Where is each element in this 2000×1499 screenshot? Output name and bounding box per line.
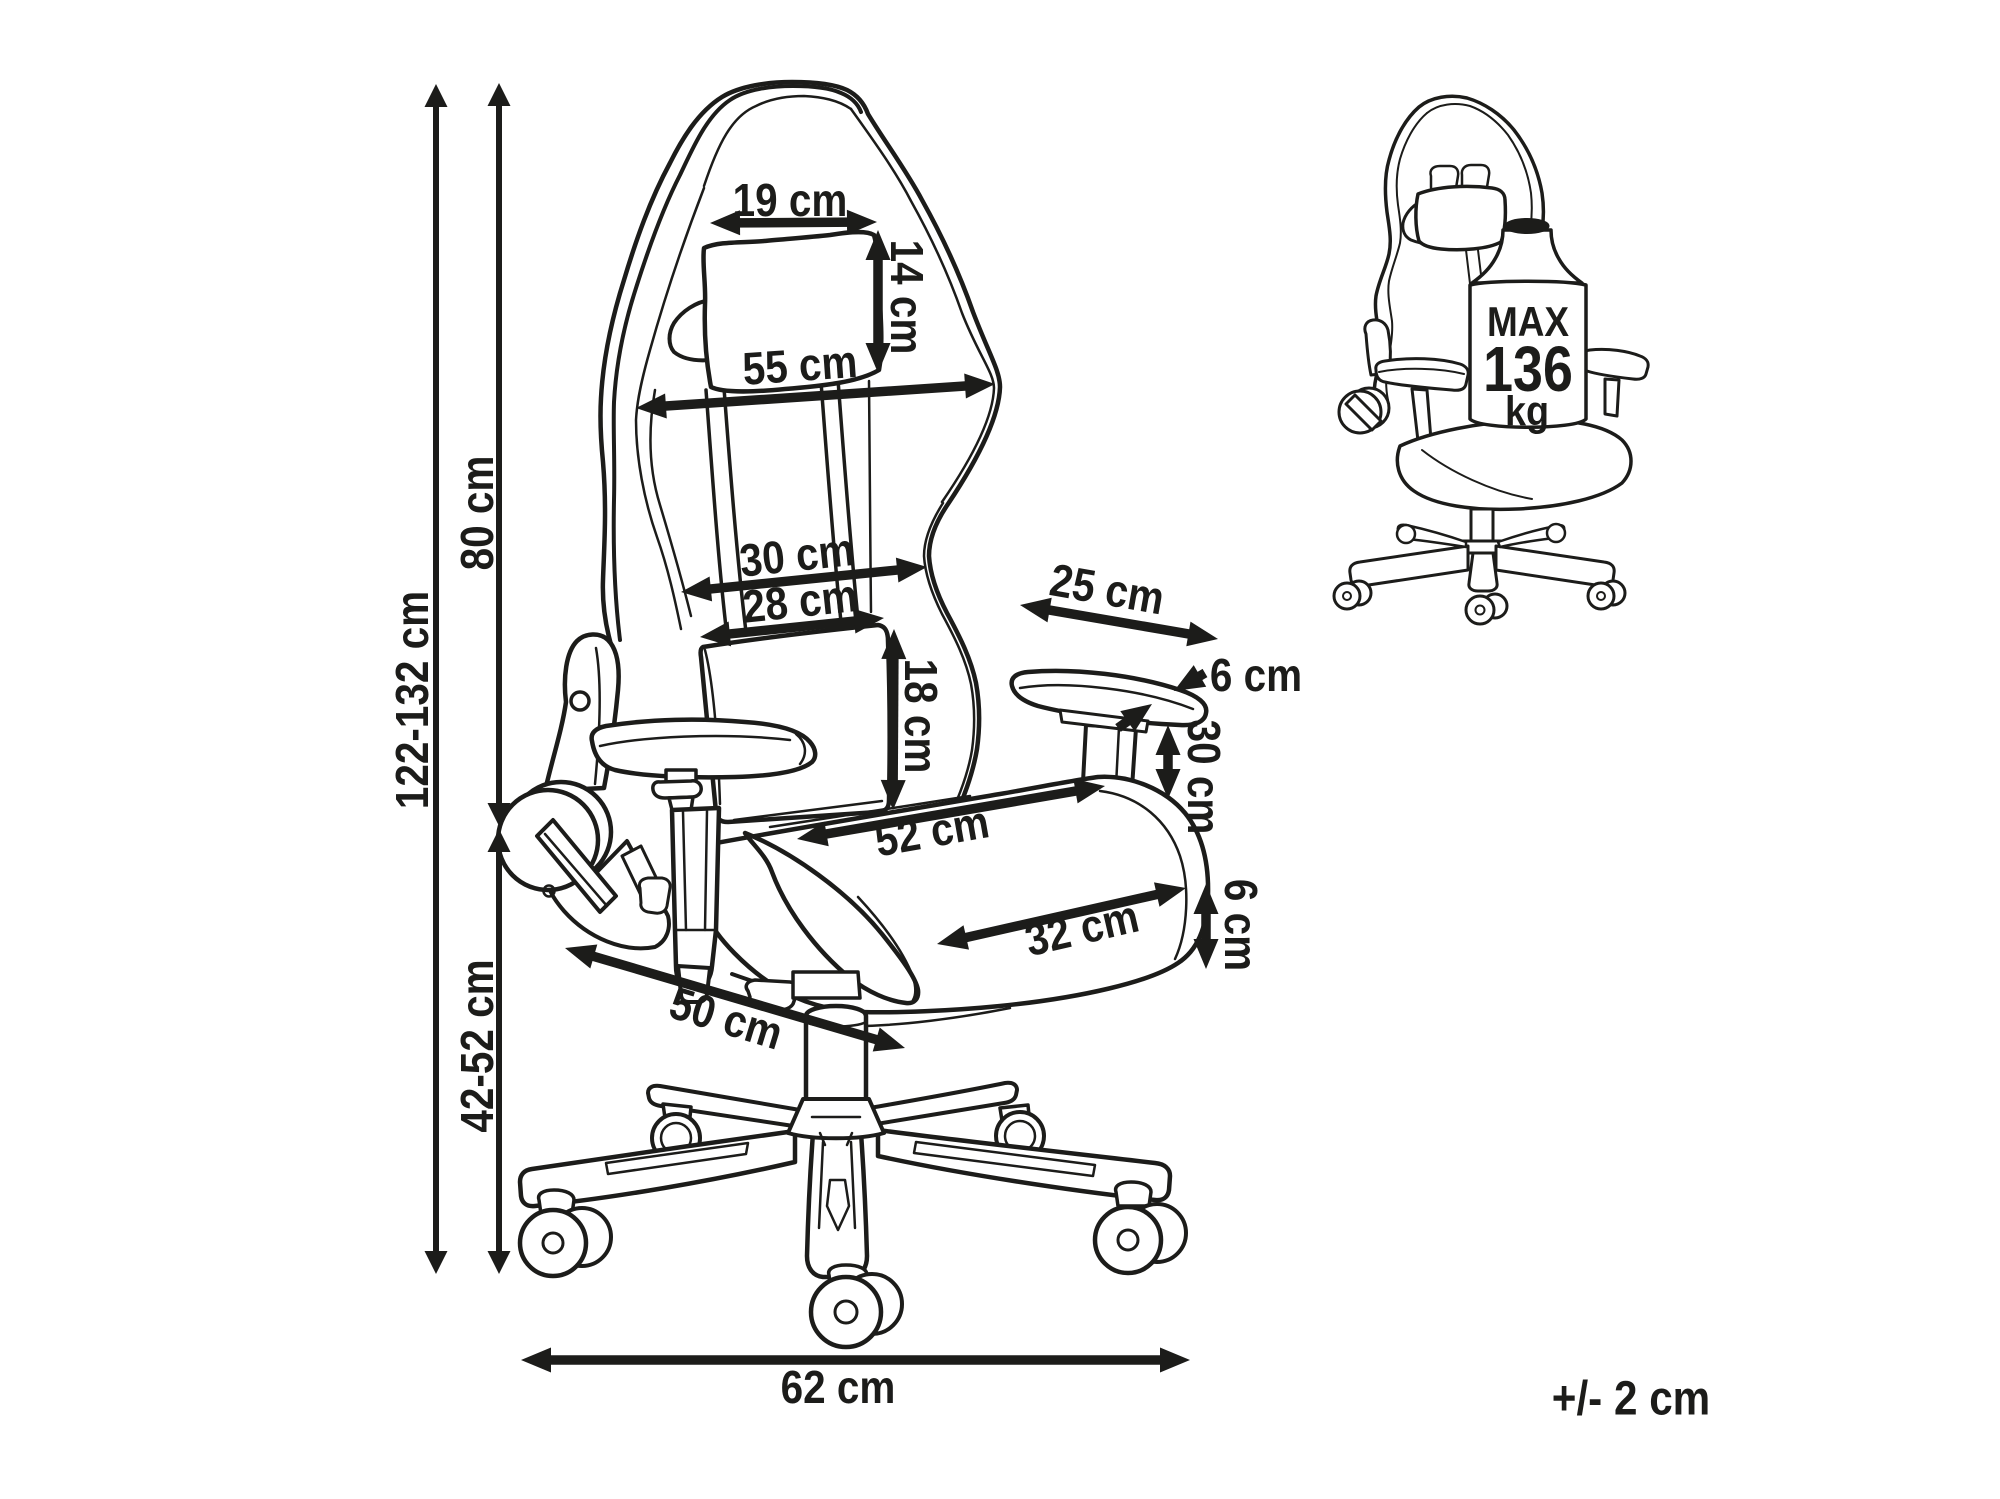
svg-text:19 cm: 19 cm (733, 176, 848, 227)
svg-text:42-52 cm: 42-52 cm (453, 959, 504, 1132)
svg-text:6 cm: 6 cm (1210, 651, 1302, 702)
svg-text:30 cm: 30 cm (737, 525, 856, 588)
svg-text:kg: kg (1505, 389, 1549, 435)
svg-text:55 cm: 55 cm (741, 337, 859, 396)
svg-text:136: 136 (1483, 333, 1573, 406)
svg-text:80 cm: 80 cm (453, 456, 504, 571)
svg-text:28 cm: 28 cm (740, 571, 859, 634)
svg-text:30 cm: 30 cm (1178, 720, 1229, 835)
svg-text:14 cm: 14 cm (881, 240, 932, 355)
svg-text:62 cm: 62 cm (781, 1363, 896, 1414)
svg-text:MAX: MAX (1487, 299, 1570, 346)
svg-text:122-132 cm: 122-132 cm (388, 591, 439, 809)
svg-text:18 cm: 18 cm (895, 659, 946, 774)
svg-text:6 cm: 6 cm (1215, 879, 1266, 971)
svg-text:+/- 2 cm: +/- 2 cm (1552, 1371, 1710, 1425)
